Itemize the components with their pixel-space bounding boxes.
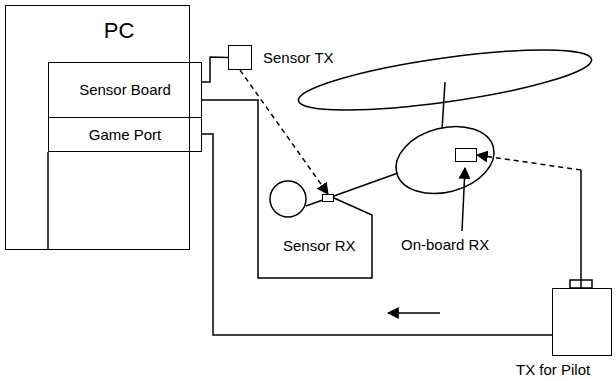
node-label: PC: [48, 18, 190, 44]
wire: [202, 57, 228, 82]
onboard-rx-box: On-board RX: [455, 148, 477, 162]
leader-arrow: [462, 168, 465, 231]
flow-arrow: [388, 312, 440, 314]
main-rotor: [295, 38, 594, 123]
sensor-rx-box: Sensor RX: [322, 194, 334, 202]
board-box: Sensor Board: [48, 62, 202, 118]
radio-link: [240, 70, 328, 194]
helicopter-body: [388, 116, 501, 204]
rotor-mast: [442, 82, 445, 130]
connector: [202, 57, 228, 82]
node-label: Sensor TX: [263, 49, 334, 67]
wire: [202, 100, 372, 278]
tail-boom: [306, 173, 398, 206]
sensor-tx-box: Sensor TX: [228, 45, 252, 70]
node-label: On-board RX: [401, 236, 489, 254]
port-box: Game Port: [48, 117, 202, 152]
connectors: [202, 57, 581, 335]
node-label: TX for Pilot: [516, 361, 590, 379]
pilot-tx-box: TX for Pilot: [552, 288, 612, 356]
pc-inner-line: [47, 152, 49, 249]
connector: [240, 70, 328, 194]
node-label: Game Port: [49, 126, 201, 144]
connector: [477, 155, 581, 288]
wire: [580, 170, 582, 288]
pc-box: PCSensor BoardGame Port: [5, 5, 190, 250]
node-label: Sensor RX: [283, 237, 356, 255]
connector: [202, 134, 552, 335]
radio-link: [477, 155, 581, 170]
connector: [202, 100, 372, 278]
wire: [202, 134, 552, 335]
node-label: Sensor Board: [49, 81, 201, 99]
tail-rotor: [270, 181, 306, 217]
